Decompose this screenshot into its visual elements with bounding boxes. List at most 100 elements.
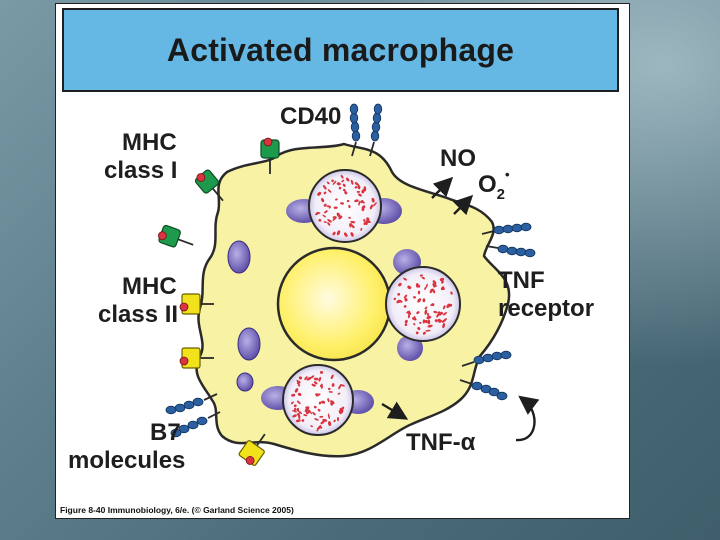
granule xyxy=(350,220,356,224)
granules xyxy=(315,174,377,237)
tnf-receptors xyxy=(459,222,536,401)
granule xyxy=(340,174,344,179)
granule xyxy=(297,392,302,396)
nucleus xyxy=(276,246,392,362)
granule xyxy=(431,288,436,294)
granules xyxy=(393,274,453,335)
granule xyxy=(291,393,296,397)
phagosome-right xyxy=(385,249,461,361)
label-b7-line1: B7 xyxy=(150,419,181,446)
granule xyxy=(421,276,426,280)
granule xyxy=(330,400,335,405)
granule xyxy=(419,274,423,277)
macrophage-diagram: CD40 NO O2• MHC class I MHC class II TNF… xyxy=(68,103,594,474)
granule xyxy=(354,199,359,203)
granule xyxy=(312,411,316,416)
granule xyxy=(450,291,453,295)
granule xyxy=(372,202,377,207)
b7-molecules xyxy=(165,393,221,438)
small-vesicle xyxy=(227,240,251,274)
granule xyxy=(442,323,446,329)
granule xyxy=(327,189,332,193)
mhc-class-i-molecules xyxy=(158,137,280,248)
granule xyxy=(348,204,351,209)
small-vesicle xyxy=(236,372,254,392)
tnf-alpha-arrow xyxy=(381,401,409,420)
label-mhc-class-i-line2: class I xyxy=(104,157,177,184)
figure-title: Activated macrophage xyxy=(166,31,515,68)
granule xyxy=(354,186,358,189)
granule xyxy=(357,185,361,190)
granule xyxy=(318,376,322,382)
granule xyxy=(350,232,354,237)
granule xyxy=(397,293,401,296)
granule xyxy=(407,311,412,315)
granule xyxy=(407,285,412,290)
granule xyxy=(425,329,431,332)
granule xyxy=(424,309,428,315)
granule xyxy=(350,179,354,185)
granule xyxy=(304,407,309,413)
secretion-arrows xyxy=(381,176,540,442)
label-tnf-receptor-line1: TNF xyxy=(498,267,545,294)
granule xyxy=(360,227,363,231)
label-no: NO xyxy=(440,145,476,172)
granule xyxy=(415,331,419,335)
granule xyxy=(326,205,331,208)
phagosome-bottom xyxy=(261,364,374,436)
granule xyxy=(306,376,312,381)
granule xyxy=(293,407,297,411)
granule xyxy=(354,182,359,186)
granule xyxy=(314,393,320,396)
granule xyxy=(437,318,442,323)
granule xyxy=(358,200,361,206)
granule xyxy=(311,383,316,387)
granule xyxy=(398,282,402,287)
granule xyxy=(415,283,419,288)
label-tnf-alpha: TNF-α xyxy=(406,429,476,456)
granule xyxy=(324,210,328,214)
granule xyxy=(448,303,453,307)
granule xyxy=(327,398,330,403)
label-tnf-receptor-line2: receptor xyxy=(498,295,594,322)
granule xyxy=(332,180,337,185)
label-cd40: CD40 xyxy=(280,103,341,130)
granule xyxy=(339,384,345,387)
granule xyxy=(404,319,408,324)
granule xyxy=(315,212,320,216)
granule xyxy=(393,297,397,301)
granule xyxy=(297,410,303,415)
granule xyxy=(335,198,338,201)
granule xyxy=(361,208,365,212)
granule xyxy=(296,408,300,412)
granule xyxy=(403,294,408,299)
granule xyxy=(317,408,321,412)
granule xyxy=(310,375,315,379)
granule xyxy=(322,214,326,218)
granule xyxy=(320,420,325,425)
granule xyxy=(305,409,311,415)
granule xyxy=(426,316,432,319)
granule xyxy=(338,215,343,220)
granule xyxy=(438,311,442,316)
granule xyxy=(348,216,351,219)
granule xyxy=(429,288,433,294)
granule xyxy=(349,223,353,226)
granule xyxy=(313,405,317,409)
granule xyxy=(328,391,333,393)
granule xyxy=(332,231,336,236)
granule xyxy=(313,381,318,385)
granule xyxy=(327,222,331,226)
granule xyxy=(294,388,299,393)
granule xyxy=(336,212,341,217)
granule xyxy=(292,414,297,418)
granule xyxy=(326,181,330,185)
granule xyxy=(419,321,422,324)
granule xyxy=(332,216,337,219)
granule xyxy=(333,206,338,209)
granule xyxy=(341,407,344,414)
granule xyxy=(337,392,341,395)
granule xyxy=(360,200,364,204)
granule xyxy=(330,374,334,380)
granule xyxy=(322,418,328,422)
